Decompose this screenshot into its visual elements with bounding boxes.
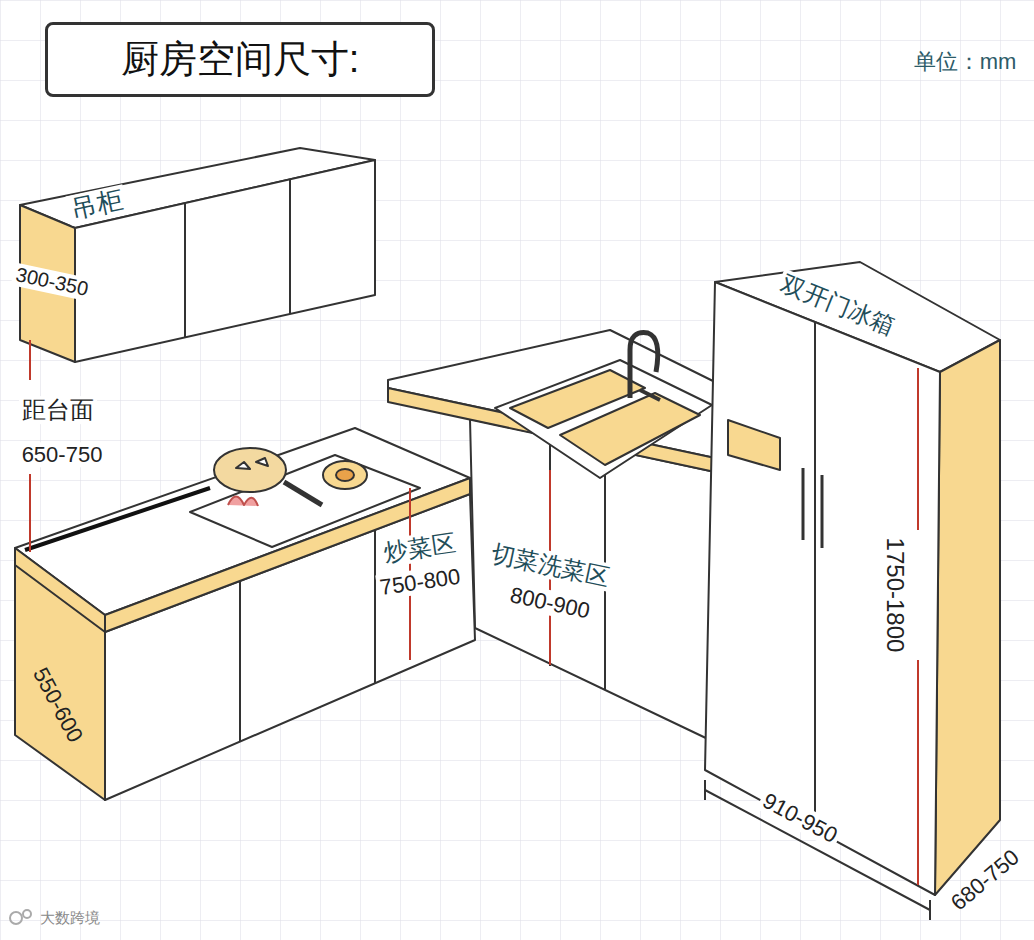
stove-counter: [323, 461, 367, 489]
stove-counter: [15, 548, 105, 632]
stove-counter: [236, 458, 268, 469]
dimension: 650-750: [19, 442, 106, 467]
width-bracket: [704, 780, 706, 800]
unit-note: 单位：mm: [914, 49, 1017, 74]
red-dimension-lines: [917, 368, 919, 530]
title-text: 厨房空间尺寸:: [121, 34, 360, 85]
red-dimension-lines: [30, 340, 918, 885]
width-bracket: [929, 900, 931, 920]
fridge: [935, 340, 1000, 895]
red-dimension-lines: [29, 340, 31, 380]
fridge: [728, 420, 780, 470]
sink-counter: [495, 360, 712, 478]
stove-counter: [15, 428, 475, 800]
dimension-note: 距台面: [19, 396, 97, 424]
stove-counter: [214, 448, 286, 492]
watermark-icon: [10, 912, 22, 924]
wall-cabinet: [20, 148, 375, 362]
fridge: [705, 282, 940, 895]
stove-counter: [239, 581, 241, 742]
dimension: 1750-1800: [881, 535, 909, 656]
fridge: [705, 262, 1000, 895]
stove-counter: [284, 482, 322, 505]
width-bracket: [705, 790, 930, 910]
width-bracket: [705, 780, 930, 920]
red-dimension-lines: [29, 474, 31, 552]
red-dimension-lines: [917, 660, 919, 885]
fridge: [802, 468, 805, 540]
stove-counter: [15, 428, 470, 615]
watermark-icon: [23, 910, 31, 918]
watermark-icon: [10, 910, 31, 924]
fridge: [814, 322, 816, 828]
stove-counter: [336, 469, 354, 481]
title-box: 厨房空间尺寸:: [45, 22, 435, 97]
wall-cabinet: [289, 179, 291, 314]
sink-counter: [640, 390, 660, 400]
wall-cabinet: [184, 203, 186, 337]
sink-counter: [560, 393, 700, 465]
fridge: [821, 475, 824, 548]
watermark: 大数跨境: [40, 909, 100, 926]
sink-counter: [630, 333, 658, 398]
stove-counter: [374, 530, 376, 683]
stove-counter: [228, 497, 258, 507]
dimension-line: [25, 488, 210, 550]
